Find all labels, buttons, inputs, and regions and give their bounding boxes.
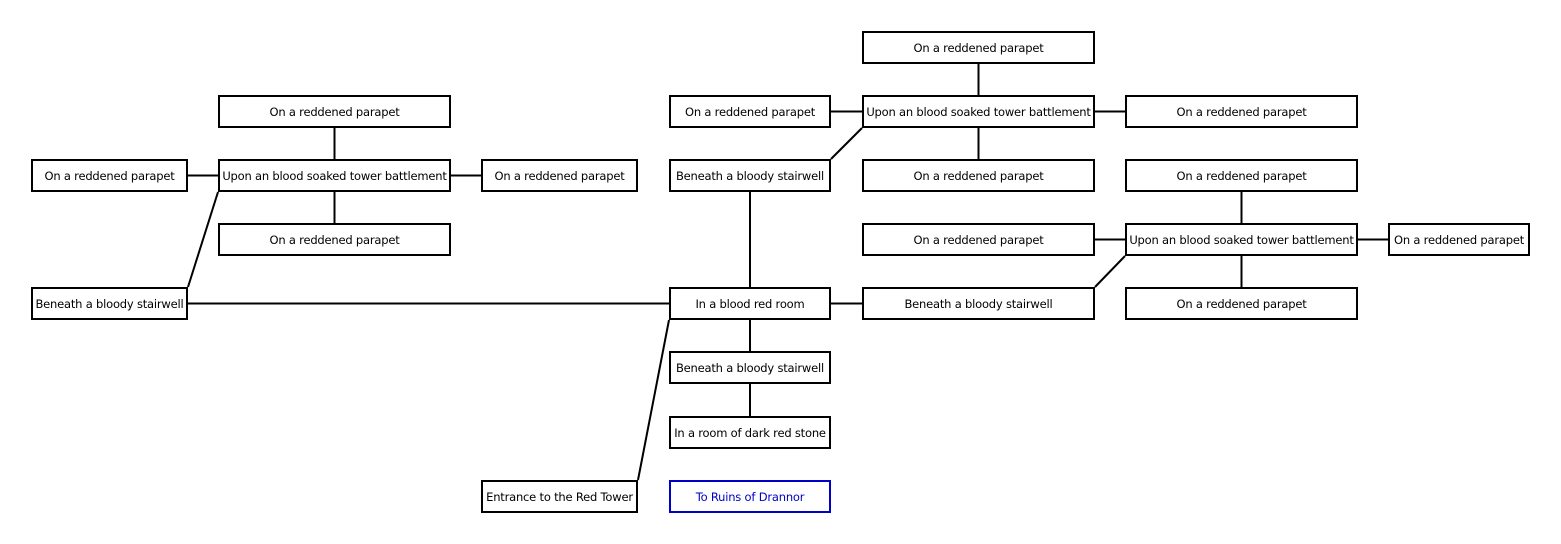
room-node-bloody-stairwell[interactable]: Beneath a bloody stairwell: [31, 287, 188, 320]
room-node-entrance[interactable]: Entrance to the Red Tower: [481, 480, 638, 513]
room-node-reddened-parapet[interactable]: On a reddened parapet: [1125, 159, 1358, 192]
room-node-dark-red-stone[interactable]: In a room of dark red stone: [669, 416, 831, 449]
room-node-reddened-parapet[interactable]: On a reddened parapet: [669, 95, 831, 128]
room-node-bloody-stairwell[interactable]: Beneath a bloody stairwell: [669, 159, 831, 192]
room-node-tower-battlement[interactable]: Upon an blood soaked tower battlement: [1125, 223, 1358, 256]
room-node-reddened-parapet[interactable]: On a reddened parapet: [1388, 223, 1530, 256]
room-node-bloody-stairwell[interactable]: Beneath a bloody stairwell: [862, 287, 1095, 320]
room-node-blood-red-room[interactable]: In a blood red room: [669, 287, 831, 320]
room-node-reddened-parapet[interactable]: On a reddened parapet: [31, 159, 188, 192]
room-node-reddened-parapet[interactable]: On a reddened parapet: [218, 95, 451, 128]
room-node-reddened-parapet[interactable]: On a reddened parapet: [1125, 95, 1358, 128]
connector-line: [1094, 255, 1126, 288]
connector-line: [637, 319, 670, 481]
exit-link-ruins-of-drannor[interactable]: To Ruins of Drannor: [669, 480, 831, 513]
room-node-reddened-parapet[interactable]: On a reddened parapet: [862, 31, 1095, 64]
connector-line: [187, 191, 219, 288]
room-node-reddened-parapet[interactable]: On a reddened parapet: [1125, 287, 1358, 320]
room-node-bloody-stairwell[interactable]: Beneath a bloody stairwell: [669, 351, 831, 384]
room-node-reddened-parapet[interactable]: On a reddened parapet: [481, 159, 638, 192]
room-node-reddened-parapet[interactable]: On a reddened parapet: [218, 223, 451, 256]
room-node-reddened-parapet[interactable]: On a reddened parapet: [862, 159, 1095, 192]
connector-line: [830, 127, 863, 160]
room-node-tower-battlement[interactable]: Upon an blood soaked tower battlement: [218, 159, 451, 192]
room-node-reddened-parapet[interactable]: On a reddened parapet: [862, 223, 1095, 256]
room-node-tower-battlement[interactable]: Upon an blood soaked tower battlement: [862, 95, 1095, 128]
